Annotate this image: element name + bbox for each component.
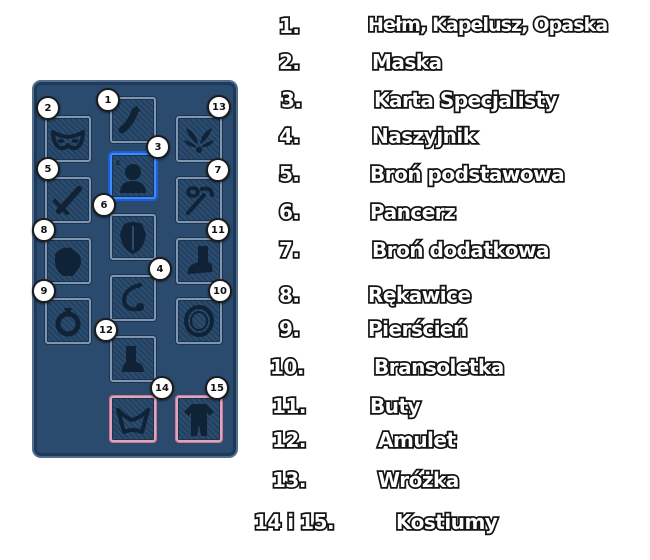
slot-fairy[interactable]	[176, 116, 222, 162]
slot-gloves[interactable]	[45, 238, 91, 284]
legend-number: 10.	[268, 353, 306, 381]
bracelet-icon	[184, 305, 214, 337]
boots-icon	[187, 246, 213, 274]
gloves-icon	[55, 247, 81, 276]
mask-icon	[51, 130, 85, 151]
slot-costume-suit[interactable]	[176, 396, 222, 442]
fairy-icon	[184, 128, 214, 153]
legend-number: 2.	[277, 48, 301, 76]
legend-label: Pancerz	[368, 198, 457, 226]
costume-hat-icon	[116, 408, 150, 434]
slot-number-badge: 5	[36, 157, 60, 181]
slot-number-badge: 1	[96, 88, 120, 112]
slot-number-badge: 6	[92, 193, 116, 217]
legend-number: 7.	[277, 236, 301, 264]
legend-number: 8.	[277, 281, 301, 309]
legend-label: Karta Specjalisty	[372, 86, 559, 114]
slot-specialist-card[interactable]: c	[110, 153, 156, 199]
slot-number-badge: 3	[146, 135, 170, 159]
secondary-weapon-icon	[186, 186, 214, 215]
legend-number: 12.	[270, 426, 308, 454]
legend-label: Rękawice	[366, 281, 472, 309]
slot-number-badge: 2	[36, 96, 60, 120]
slot-number-badge: 11	[206, 218, 230, 242]
legend-label: Wróżka	[376, 466, 461, 494]
legend-label: Amulet	[376, 426, 458, 454]
legend-label: Maska	[370, 48, 444, 76]
slot-number-badge: 10	[208, 279, 232, 303]
slot-number-badge: 13	[207, 95, 231, 119]
legend-label: Buty	[368, 392, 422, 420]
legend-number: 3.	[279, 86, 303, 114]
legend-label: Broń dodatkowa	[370, 236, 551, 264]
legend-label: Kostiumy	[394, 508, 499, 536]
slot-ring[interactable]	[45, 298, 91, 344]
legend-number: 4.	[277, 122, 301, 150]
legend-number: 5.	[277, 160, 301, 188]
main-weapon-icon	[53, 186, 82, 215]
legend-number: 14 i 15.	[252, 508, 336, 536]
slot-necklace[interactable]	[110, 275, 156, 321]
slot-number-badge: 4	[148, 257, 172, 281]
legend-number: 1.	[277, 12, 301, 40]
legend-label: Naszyjnik	[370, 122, 478, 150]
slot-costume-hat[interactable]	[110, 396, 156, 442]
legend-label: Pierścień	[366, 315, 469, 343]
legend-label: Bransoletka	[372, 353, 506, 381]
slot-bracelet[interactable]	[176, 298, 222, 344]
slot-armor[interactable]	[110, 214, 156, 260]
legend-number: 6.	[277, 198, 301, 226]
slot-mask[interactable]	[45, 116, 91, 162]
legend-label: Broń podstawowa	[368, 160, 566, 188]
slot-boots[interactable]	[176, 238, 222, 284]
slot-number-badge: 7	[206, 158, 230, 182]
legend-number: 9.	[277, 315, 301, 343]
slot-number-badge: 14	[150, 376, 174, 400]
legend-number: 13.	[270, 466, 308, 494]
legend-number: 11.	[270, 392, 308, 420]
slot-number-badge: 8	[32, 218, 56, 242]
costume-suit-icon	[184, 404, 214, 436]
slot-secondary-weapon[interactable]	[176, 177, 222, 223]
specialist-card-icon	[120, 164, 146, 193]
slot-number-badge: 9	[32, 279, 56, 303]
armor-icon	[120, 222, 146, 254]
ring-icon	[55, 308, 81, 337]
necklace-icon	[122, 283, 144, 312]
amulet-icon	[122, 346, 144, 372]
slot-number-badge: 12	[94, 318, 118, 342]
legend-label: Hełm, Kapelusz, Opaska	[366, 12, 610, 38]
slot-number-badge: 15	[205, 376, 229, 400]
helmet-icon	[118, 105, 141, 134]
slot-amulet[interactable]	[110, 336, 156, 382]
slot-main-weapon[interactable]	[45, 177, 91, 223]
selected-slot-tag: c	[116, 158, 121, 167]
